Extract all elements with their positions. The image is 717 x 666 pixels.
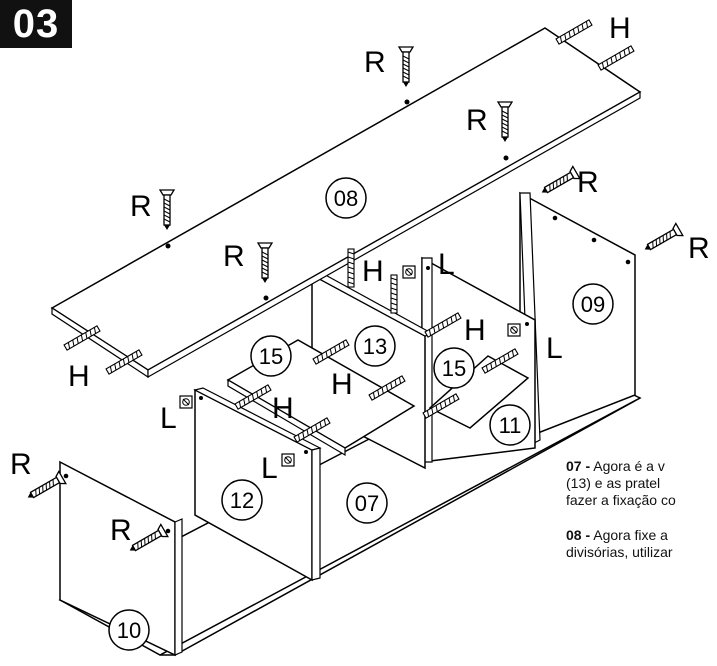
step-08-line-2: divisórias, utilizar [566,544,673,560]
svg-text:12: 12 [230,488,254,513]
label-r: R [110,514,132,547]
step-07-line-2: (13) e as pratel [566,475,661,491]
label-h: H [362,255,384,288]
label-r: R [223,240,245,273]
part-callout: 13 [354,325,396,367]
dowel-icon [555,19,593,45]
dowel-icon [597,45,635,71]
label-h: H [331,368,353,401]
step-number: 03 [0,0,72,48]
cam-lock-icon [281,453,295,467]
part-callout: 15 [250,335,292,377]
label-h: H [272,392,294,425]
dowel-icon [390,274,398,314]
label-h: H [609,12,631,45]
step-07-line-3: fazer a fixação co [566,492,676,508]
label-r: R [577,166,599,199]
instruction-08: 08 - Agora fixe a divisórias, utilizar [566,527,717,561]
label-r: R [10,448,32,481]
part-callout: 07 [346,482,388,524]
label-h: H [464,314,486,347]
screw-icon [640,222,684,257]
svg-text:09: 09 [581,292,605,317]
part-callout: 10 [108,609,150,651]
label-h: H [68,360,90,393]
svg-text:10: 10 [117,618,141,643]
svg-text:11: 11 [499,413,522,438]
svg-text:13: 13 [363,334,387,359]
step-07-number: 07 - [566,458,591,474]
label-r: R [130,190,152,223]
cam-lock-icon [507,323,521,337]
part-callout: 15 [433,347,475,389]
label-r: R [364,46,386,79]
screw-icon [159,189,175,231]
label-l: L [546,332,563,365]
screw-icon [398,46,414,88]
svg-text:15: 15 [259,344,283,369]
svg-text:07: 07 [355,491,379,516]
label-l: L [160,402,177,435]
part-callout: 11 [489,404,531,446]
part-callout: 08 [325,177,367,219]
svg-text:08: 08 [334,186,358,211]
step-08-line-1: Agora fixe a [593,527,668,543]
label-r: R [466,104,488,137]
side-panel-10 [59,460,183,657]
cam-lock-icon [402,265,416,279]
label-l: L [261,452,278,485]
label-l: L [438,248,455,281]
part-callout: 12 [221,479,263,521]
step-07-line-1: Agora é a v [593,458,665,474]
dowel-icon [347,248,355,288]
instruction-07: 07 - Agora é a v (13) e as pratel fazer … [566,458,717,509]
cam-lock-icon [179,395,193,409]
part-callout: 09 [572,283,614,325]
label-r: R [688,232,710,265]
svg-text:15: 15 [442,356,466,381]
screw-icon [537,165,581,200]
step-08-number: 08 - [566,527,591,543]
